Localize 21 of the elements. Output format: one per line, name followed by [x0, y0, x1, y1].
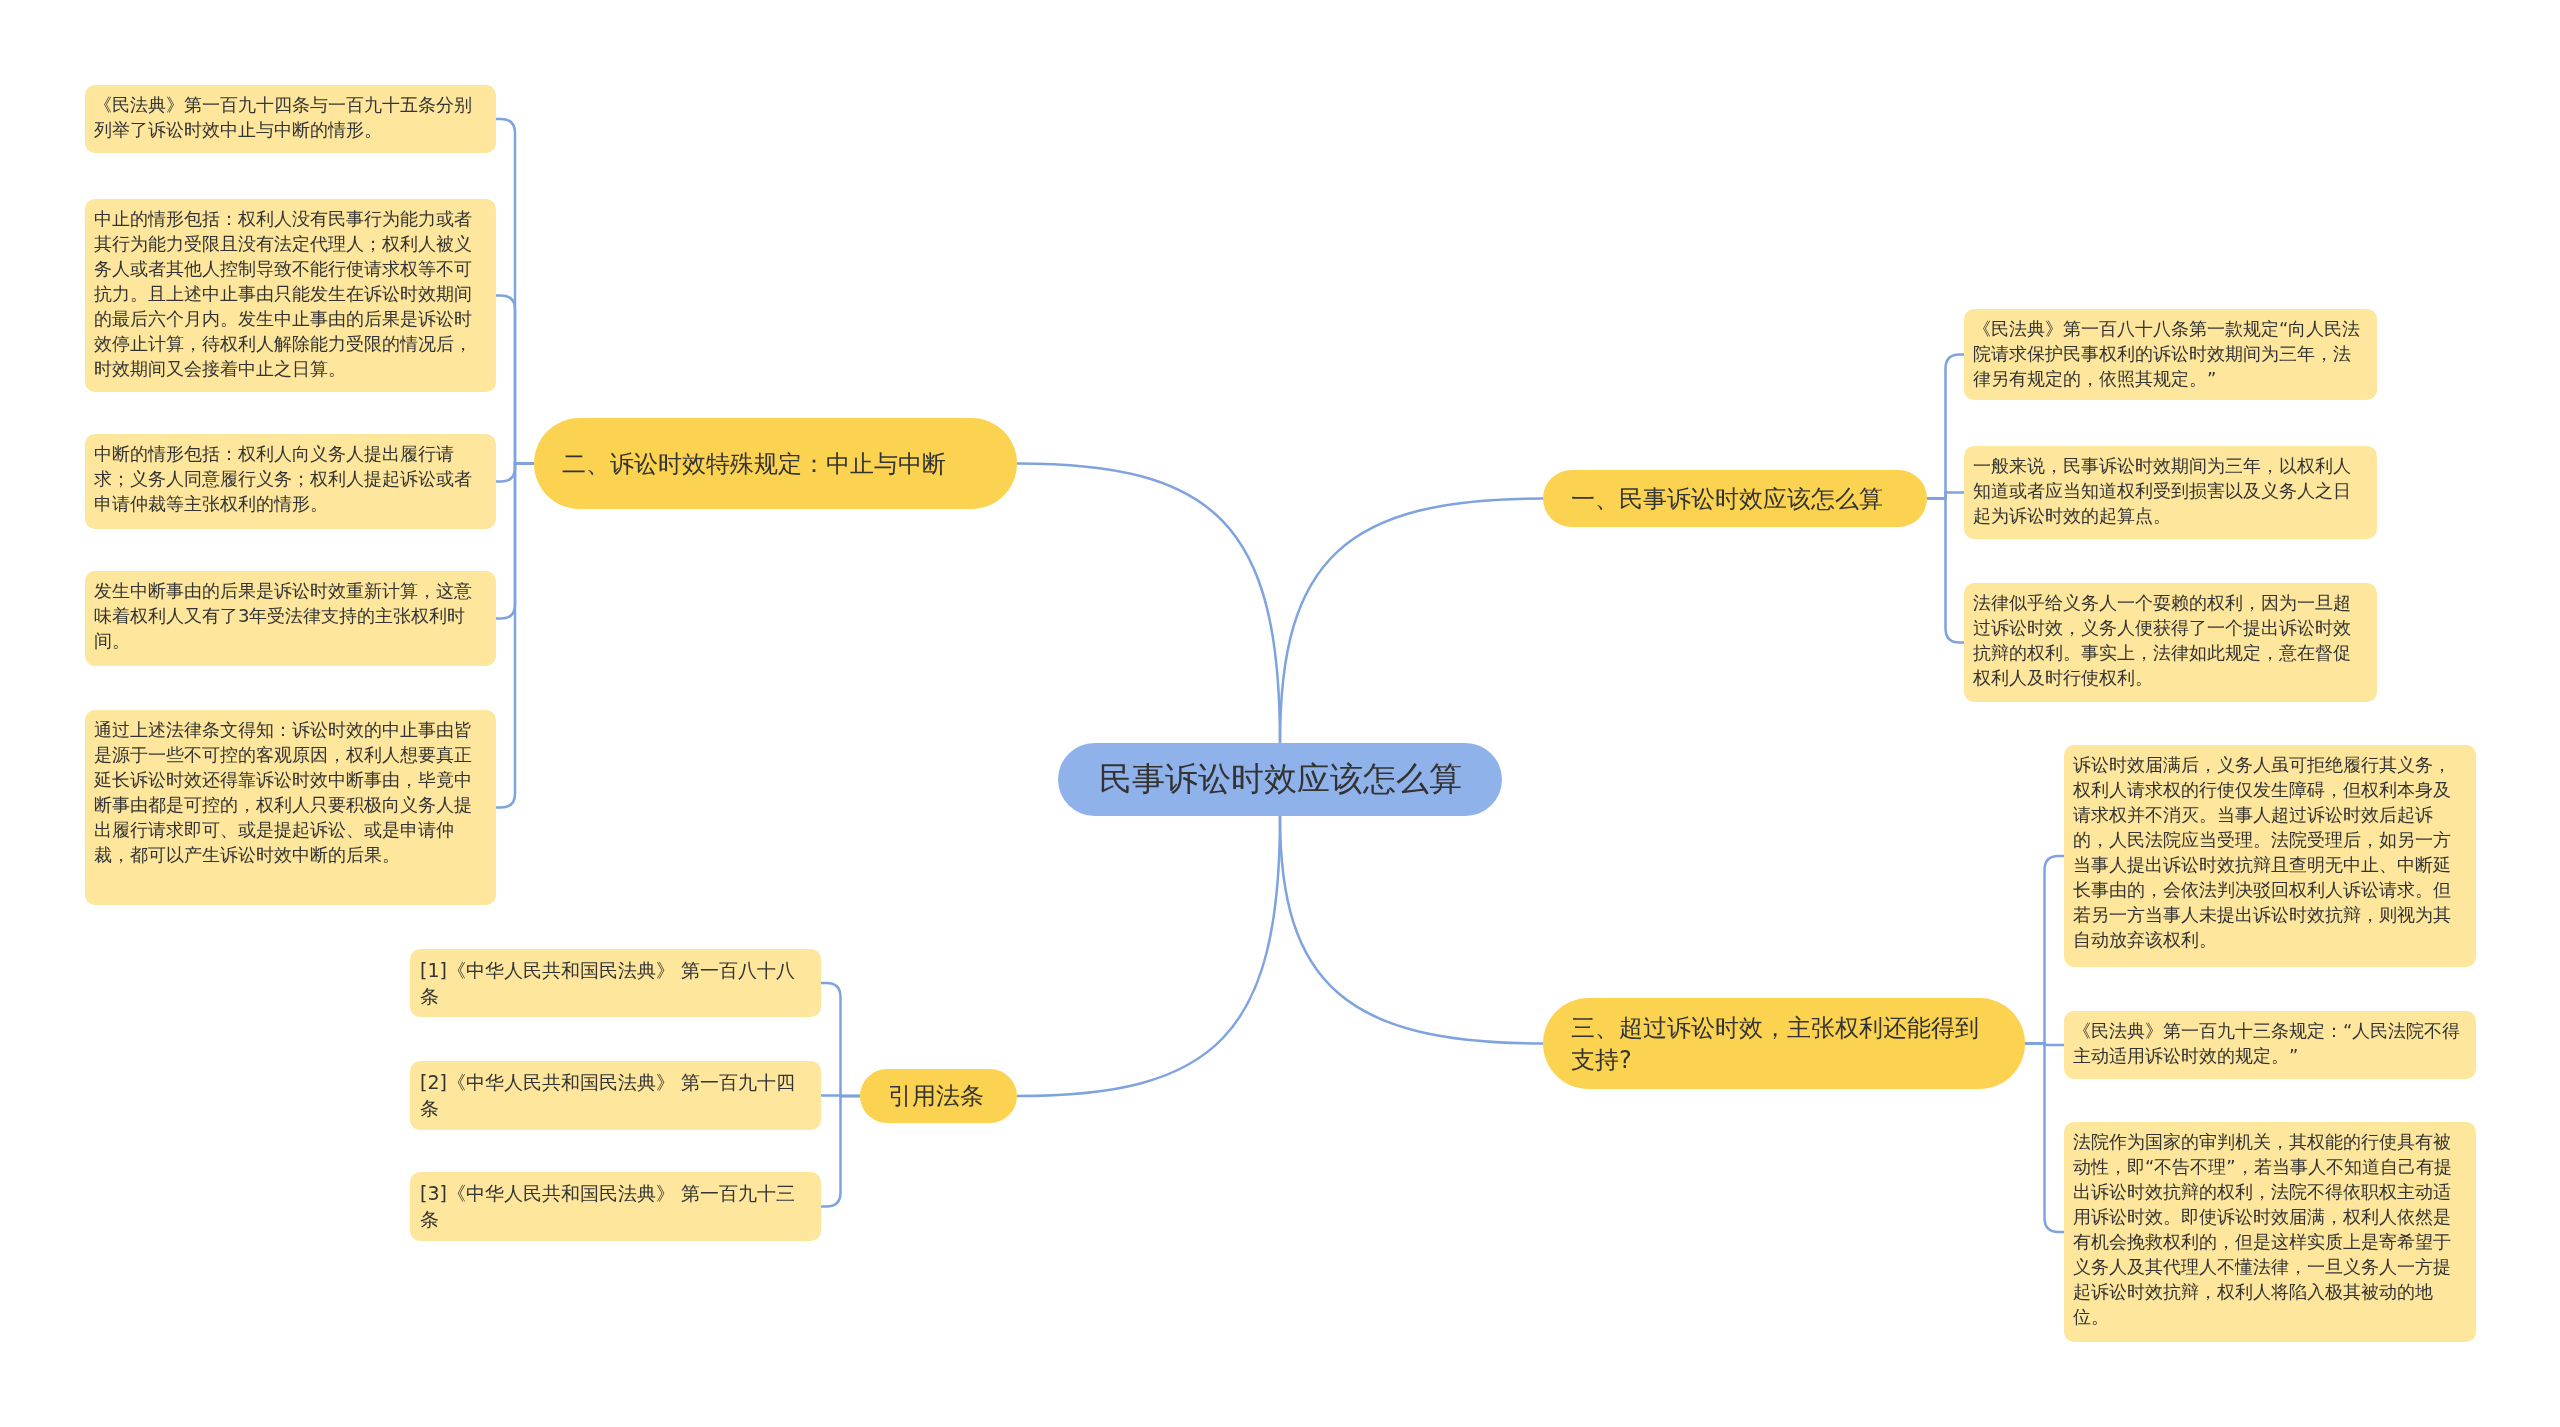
note-box: 法律似乎给义务人一个耍赖的权利，因为一旦超过诉讼时效，义务人便获得了一个提出诉讼时效抗辩的权利。事实上，法律如此规定，意在督促权利人及时行使权利。 [1964, 583, 2377, 702]
citation-box: [3]《中华人民共和国民法典》 第一百九十三条 [410, 1172, 821, 1241]
topic-box: 三、超过诉讼时效，主张权利还能得到支持? [1543, 998, 2025, 1089]
note-box: 法院作为国家的审判机关，其权能的行使具有被动性，即“不告不理”，若当事人不知道自己有提出诉讼时效抗辩的权利，法院不得依职权主动适用诉讼时效。即使诉讼时效届满，权利人依然是有机会挽救权利的，但是这样实质上是寄希望于义务人及其代理人不懂法律，一旦义务人一方提起诉讼时效抗辩，权利人将陷入极其被动的地位。 [2064, 1122, 2476, 1342]
citation-box: [2]《中华人民共和国民法典》 第一百九十四条 [410, 1061, 821, 1130]
note-box: 一般来说，民事诉讼时效期间为三年，以权利人知道或者应当知道权利受到损害以及义务人之日起为诉讼时效的起算点。 [1964, 446, 2377, 539]
topic-box: 一、民事诉讼时效应该怎么算 [1543, 470, 1927, 527]
note-box: 《民法典》第一百九十四条与一百九十五条分别列举了诉讼时效中止与中断的情形。 [85, 85, 496, 153]
note-box: 发生中断事由的后果是诉讼时效重新计算，这意味着权利人又有了3年受法律支持的主张权利时间。 [85, 571, 496, 666]
note-box: 诉讼时效届满后，义务人虽可拒绝履行其义务，权利人请求权的行使仅发生障碍，但权利本身及请求权并不消灭。当事人超过诉讼时效后起诉的，人民法院应当受理。法院受理后，如另一方当事人提出诉讼时效抗辩且查明无中止、中断延长事由的，会依法判决驳回权利人诉讼请求。但若另一方当事人未提出诉讼时效抗辩，则视为其自动放弃该权利。 [2064, 745, 2476, 967]
note-box: 《民法典》第一百八十八条第一款规定“向人民法院请求保护民事权利的诉讼时效期间为三年，法律另有规定的，依照其规定。” [1964, 309, 2377, 400]
citation-box: [1]《中华人民共和国民法典》 第一百八十八条 [410, 949, 821, 1017]
note-box: 中断的情形包括：权利人向义务人提出履行请求；义务人同意履行义务；权利人提起诉讼或者申请仲裁等主张权利的情形。 [85, 434, 496, 529]
connector-line [1016, 815, 1282, 1098]
topic-box: 二、诉讼时效特殊规定：中止与中断 [534, 418, 1017, 509]
connector-line [1016, 462, 1282, 744]
central-topic: 民事诉讼时效应该怎么算 [1058, 743, 1502, 816]
topic-box: 引用法条 [860, 1069, 1017, 1123]
note-box: 《民法典》第一百九十三条规定：“人民法院不得主动适用诉讼时效的规定。” [2064, 1011, 2476, 1079]
note-box: 通过上述法律条文得知：诉讼时效的中止事由皆是源于一些不可控的客观原因，权利人想要真正延长诉讼时效还得靠诉讼时效中断事由，毕竟中断事由都是可控的，权利人只要积极向义务人提出履行请求即可、或是提起诉讼、或是申请仲裁，都可以产生诉讼时效中断的后果。 [85, 710, 496, 905]
note-box: 中止的情形包括：权利人没有民事行为能力或者其行为能力受限且没有法定代理人；权利人被义务人或者其他人控制导致不能行使请求权等不可抗力。且上述中止事由只能发生在诉讼时效期间的最后六个月内。发生中止事由的后果是诉讼时效停止计算，待权利人解除能力受限的情况后，时效期间又会接着中止之日算。 [85, 199, 496, 392]
